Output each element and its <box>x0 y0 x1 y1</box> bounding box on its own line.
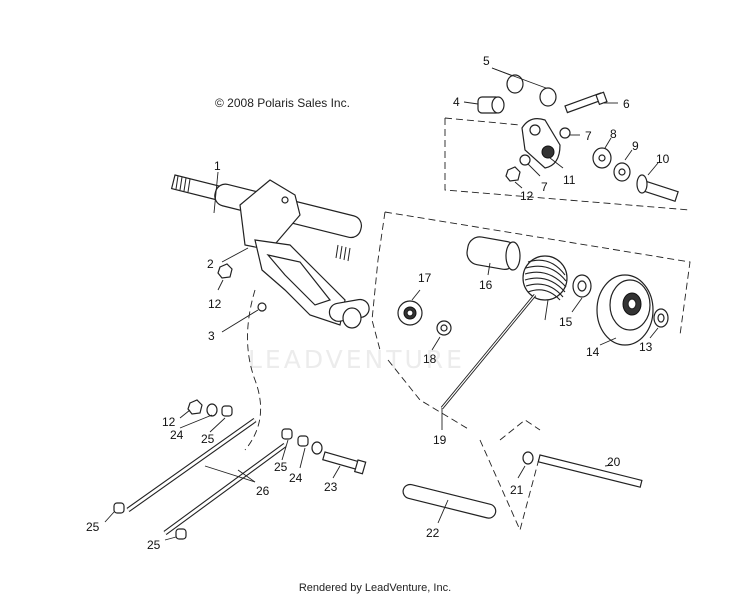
part-19-torsion-spring <box>440 255 568 409</box>
copyright-text: © 2008 Polaris Sales Inc. <box>215 96 350 110</box>
leader-lines <box>104 67 659 541</box>
part-11-bracket <box>521 118 561 169</box>
part-22-sleeve <box>402 483 497 519</box>
callout-25b: 25 <box>274 460 288 474</box>
callout-25d: 25 <box>147 538 161 552</box>
callout-12c: 12 <box>162 415 176 429</box>
callout-10: 10 <box>656 152 670 166</box>
part-13-washer <box>653 308 669 328</box>
watermark-text: LEADVENTURE <box>248 345 465 374</box>
callout-1: 1 <box>214 159 221 173</box>
callout-labels: 1 2 3 4 5 6 7 7 8 9 10 11 12 12 12 13 14… <box>86 54 670 552</box>
callout-9: 9 <box>632 139 639 153</box>
parts-24-25-bushings <box>113 403 323 540</box>
callout-20: 20 <box>607 455 621 469</box>
callout-7a: 7 <box>585 129 592 143</box>
callout-26: 26 <box>256 484 270 498</box>
parts-4-5-bushings <box>477 74 557 114</box>
callout-23: 23 <box>324 480 338 494</box>
callout-25a: 25 <box>201 432 215 446</box>
callout-25c: 25 <box>86 520 100 534</box>
part-17-adjuster <box>397 300 423 326</box>
callout-15: 15 <box>559 315 573 329</box>
callout-17: 17 <box>418 271 432 285</box>
callout-4: 4 <box>453 95 460 109</box>
part-2-swing-arm <box>239 179 370 329</box>
callout-7b: 7 <box>541 180 548 194</box>
callout-12b: 12 <box>208 297 222 311</box>
parts-7-8-9-washers <box>519 127 631 182</box>
part-14-idler-wheel <box>596 274 654 346</box>
part-6-bolt <box>564 91 608 114</box>
parts-12-nuts <box>187 166 521 415</box>
callout-8: 8 <box>610 127 617 141</box>
callout-19: 19 <box>433 433 447 447</box>
callout-18: 18 <box>423 352 437 366</box>
part-23-bolt <box>322 451 367 475</box>
part-18-washer <box>436 320 452 336</box>
callout-22: 22 <box>426 526 440 540</box>
part-16-tube <box>466 236 521 271</box>
part-26-rods <box>126 417 287 536</box>
callout-21: 21 <box>510 483 524 497</box>
callout-16: 16 <box>479 278 493 292</box>
footer-credit: Rendered by LeadVenture, Inc. <box>298 582 452 594</box>
callout-14: 14 <box>586 345 600 359</box>
callout-3: 3 <box>208 329 215 343</box>
callout-24b: 24 <box>289 471 303 485</box>
callout-12a: 12 <box>520 189 534 203</box>
part-15-washer <box>572 274 592 298</box>
part-10-shoulder-bolt <box>636 174 679 203</box>
callout-13: 13 <box>639 340 653 354</box>
callout-6: 6 <box>623 97 630 111</box>
callout-24a: 24 <box>170 428 184 442</box>
callout-2: 2 <box>207 257 214 271</box>
callout-11: 11 <box>563 173 576 187</box>
part-21-washer <box>522 451 534 465</box>
callout-5: 5 <box>483 54 490 68</box>
assembly-guide-lines <box>244 117 691 532</box>
part-20-long-shaft <box>537 454 643 488</box>
